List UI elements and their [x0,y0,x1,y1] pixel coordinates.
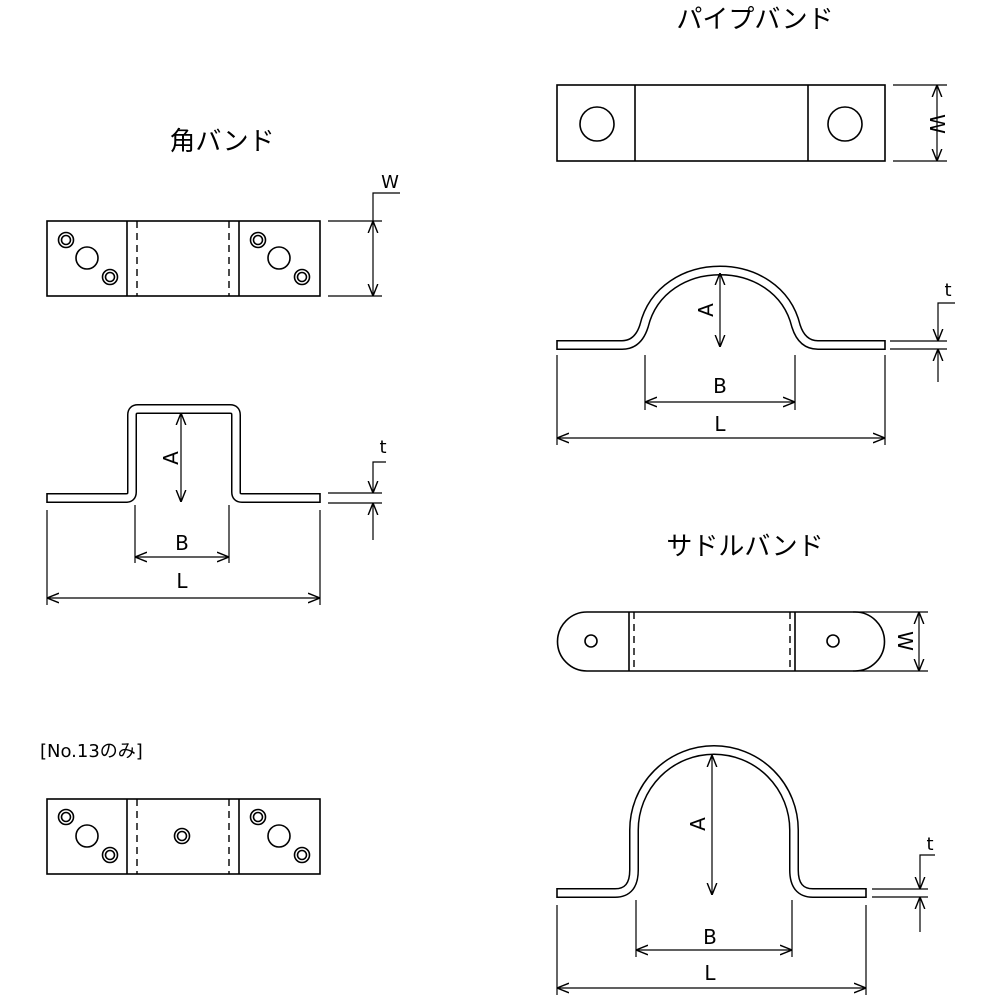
pipe-band-side-view: A B L t [556,265,955,445]
pipe-band-title: パイプバンド [676,5,833,35]
kaku-band-title: 角バンド [169,127,274,157]
saddle-band-side-view: A B L t [556,745,935,995]
pipe-band-section: パイプバンド W A B L t [556,5,955,445]
kaku-band-no13-top-view [46,798,321,875]
saddle-band-title: サドルバンド [666,532,823,562]
kaku-band-top-view: W [46,172,400,297]
dim-t-label: t [926,834,933,855]
dim-a-label: A [694,303,718,317]
dim-a-label: A [159,451,183,465]
dim-l-label: L [704,961,716,985]
kaku-band-section: 角バンド W A B L t [No.13のみ] [40,127,400,875]
dim-w-label: W [381,172,399,193]
kaku-band-side-view: A B L t [46,404,387,605]
dim-b-label: B [713,374,727,398]
dim-a-label: A [686,817,710,831]
saddle-band-top-view: W [556,611,928,672]
no13-note: [No.13のみ] [40,741,143,762]
dim-b-label: B [175,531,189,555]
saddle-band-section: サドルバンド W A B L t [556,532,935,995]
dim-b-label: B [703,925,717,949]
dim-t-label: t [944,280,951,301]
dim-w-label: W [925,114,949,134]
pipe-band-top-view: W [556,84,949,162]
dim-t-label: t [379,437,386,458]
dim-l-label: L [714,412,726,436]
dim-l-label: L [176,569,188,593]
dim-w-label: W [893,631,917,651]
